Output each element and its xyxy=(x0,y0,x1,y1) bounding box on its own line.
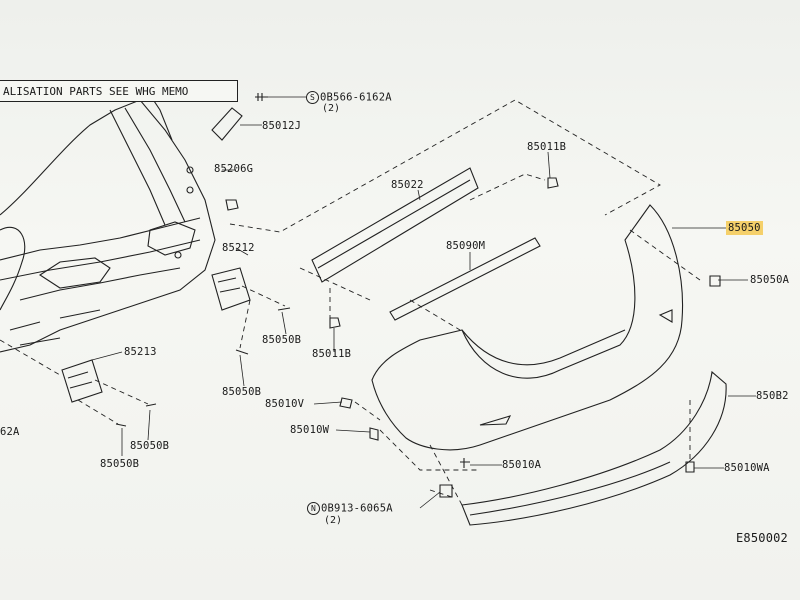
part-label-85206G[interactable]: 85206G xyxy=(214,163,254,175)
part-label-85010W[interactable]: 85010W xyxy=(290,424,330,436)
part-label-850B2[interactable]: 850B2 xyxy=(756,390,789,402)
part-label-0B913-qty: (2) xyxy=(324,515,343,526)
part-label-85212[interactable]: 85212 xyxy=(222,242,255,254)
under-cover-850B2 xyxy=(461,370,727,526)
vehicle-body-structure xyxy=(0,94,216,353)
strip-85090M xyxy=(389,237,541,321)
part-label-0B913-number: 0B913-6065A xyxy=(321,502,393,515)
part-label-85011B-top[interactable]: 85011B xyxy=(527,141,567,153)
localisation-note: ALISATION PARTS SEE WHG MEMO xyxy=(0,80,238,102)
circle-n-marker: N xyxy=(307,502,320,515)
part-label-85050B-3[interactable]: 85050B xyxy=(130,440,170,452)
clip-85012J xyxy=(211,107,243,141)
part-label-0B566-number: 0B566-6162A xyxy=(320,91,392,104)
part-label-85050B-1[interactable]: 85050B xyxy=(262,334,302,346)
part-label-85050[interactable]: 85050 xyxy=(726,221,763,235)
bracket-85212 xyxy=(211,267,251,311)
highlighted-part-number: 85050 xyxy=(726,221,763,235)
figure-id: E850002 xyxy=(736,531,788,545)
reinforcement-85022 xyxy=(311,167,479,283)
part-label-85050A[interactable]: 85050A xyxy=(750,274,790,286)
part-label-85213[interactable]: 85213 xyxy=(124,346,157,358)
part-label-85050B-4[interactable]: 85050B xyxy=(100,458,140,470)
part-label-85010WA[interactable]: 85010WA xyxy=(724,462,770,474)
part-label-85012J[interactable]: 85012J xyxy=(262,120,302,132)
part-label-85050B-2[interactable]: 85050B xyxy=(222,386,262,398)
part-label-0B566-qty: (2) xyxy=(322,103,341,114)
bolts xyxy=(115,93,721,498)
part-label-85090M[interactable]: 85090M xyxy=(446,240,486,252)
part-label-85010A[interactable]: 85010A xyxy=(502,459,542,471)
bumper-fascia-85050 xyxy=(371,204,684,451)
part-label-85022[interactable]: 85022 xyxy=(391,179,424,191)
bracket-85213 xyxy=(61,359,103,403)
part-label-85011B-mid[interactable]: 85011B xyxy=(312,348,352,360)
circle-s-marker: S xyxy=(306,91,319,104)
part-label-85010V[interactable]: 85010V xyxy=(265,398,305,410)
part-label-62A[interactable]: 62A xyxy=(0,426,20,438)
